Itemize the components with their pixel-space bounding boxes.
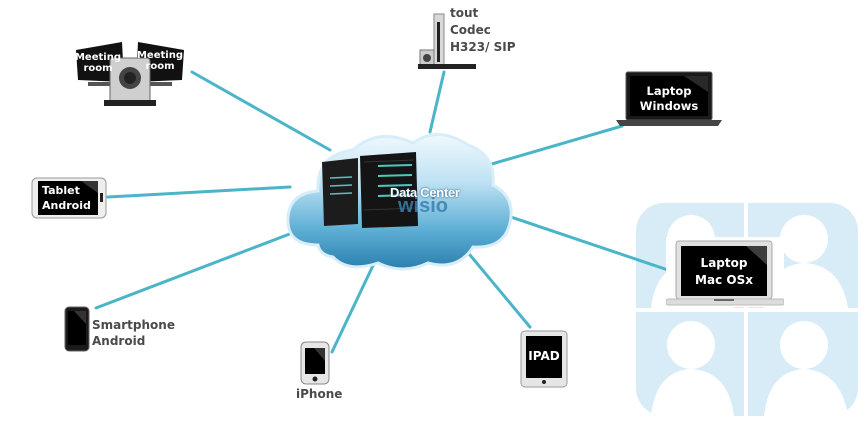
- meeting-room-icon: [76, 42, 184, 106]
- codec-label-line1: tout: [450, 6, 479, 20]
- meeting-room-screen-left: Meeting room: [74, 52, 121, 74]
- meeting-room-screen-right: Meeting room: [136, 50, 183, 72]
- smartphone-android-label-line1: Smartphone: [92, 318, 175, 332]
- codec-icon: [418, 13, 476, 69]
- connector-tablet-android: [106, 185, 292, 199]
- connector-laptop-windows: [483, 124, 624, 168]
- node-meeting-room[interactable]: Meeting room Meeting room: [74, 38, 186, 108]
- codec-label-line2: Codec: [450, 23, 491, 37]
- iphone-icon: [300, 341, 330, 385]
- node-laptop-windows[interactable]: Laptop Windows: [614, 70, 724, 128]
- laptop-mac-icon: [666, 237, 784, 307]
- tablet-android-icon: [31, 177, 107, 219]
- smartphone-android-icon: [64, 306, 90, 352]
- node-tablet-android[interactable]: Tablet Android: [31, 177, 107, 219]
- connector-smartphone-android: [94, 228, 302, 310]
- connector-codec: [428, 70, 446, 134]
- laptop-windows-icon: [616, 71, 722, 126]
- iphone-label: iPhone: [296, 387, 343, 401]
- node-laptop-mac[interactable]: Laptop Mac OSx: [666, 237, 784, 307]
- ipad-screen-label: IPAD: [528, 349, 560, 363]
- node-codec[interactable]: tout Codec H323/ SIP: [418, 6, 530, 70]
- connector-meeting-room: [190, 70, 332, 152]
- server-icon: [322, 152, 418, 228]
- node-iphone[interactable]: iPhone: [296, 341, 346, 403]
- codec-label-line3: H323/ SIP: [450, 40, 516, 54]
- ipad-icon: [520, 330, 568, 388]
- laptop-mac-screen-label: Laptop Mac OSx: [695, 256, 753, 287]
- node-smartphone-android[interactable]: Smartphone Android: [64, 306, 175, 354]
- connector-ipad: [468, 253, 532, 329]
- data-center-label: Data Center: [390, 185, 460, 200]
- connector-iphone: [330, 253, 380, 354]
- wisio-logo: wisio: [398, 195, 449, 217]
- laptop-windows-screen-label: Laptop Windows: [639, 84, 699, 113]
- tablet-android-screen-label: Tablet Android: [42, 184, 91, 212]
- smartphone-android-label-line2: Android: [92, 334, 146, 348]
- node-ipad[interactable]: IPAD: [520, 330, 570, 388]
- connector-laptop-mac: [503, 213, 670, 272]
